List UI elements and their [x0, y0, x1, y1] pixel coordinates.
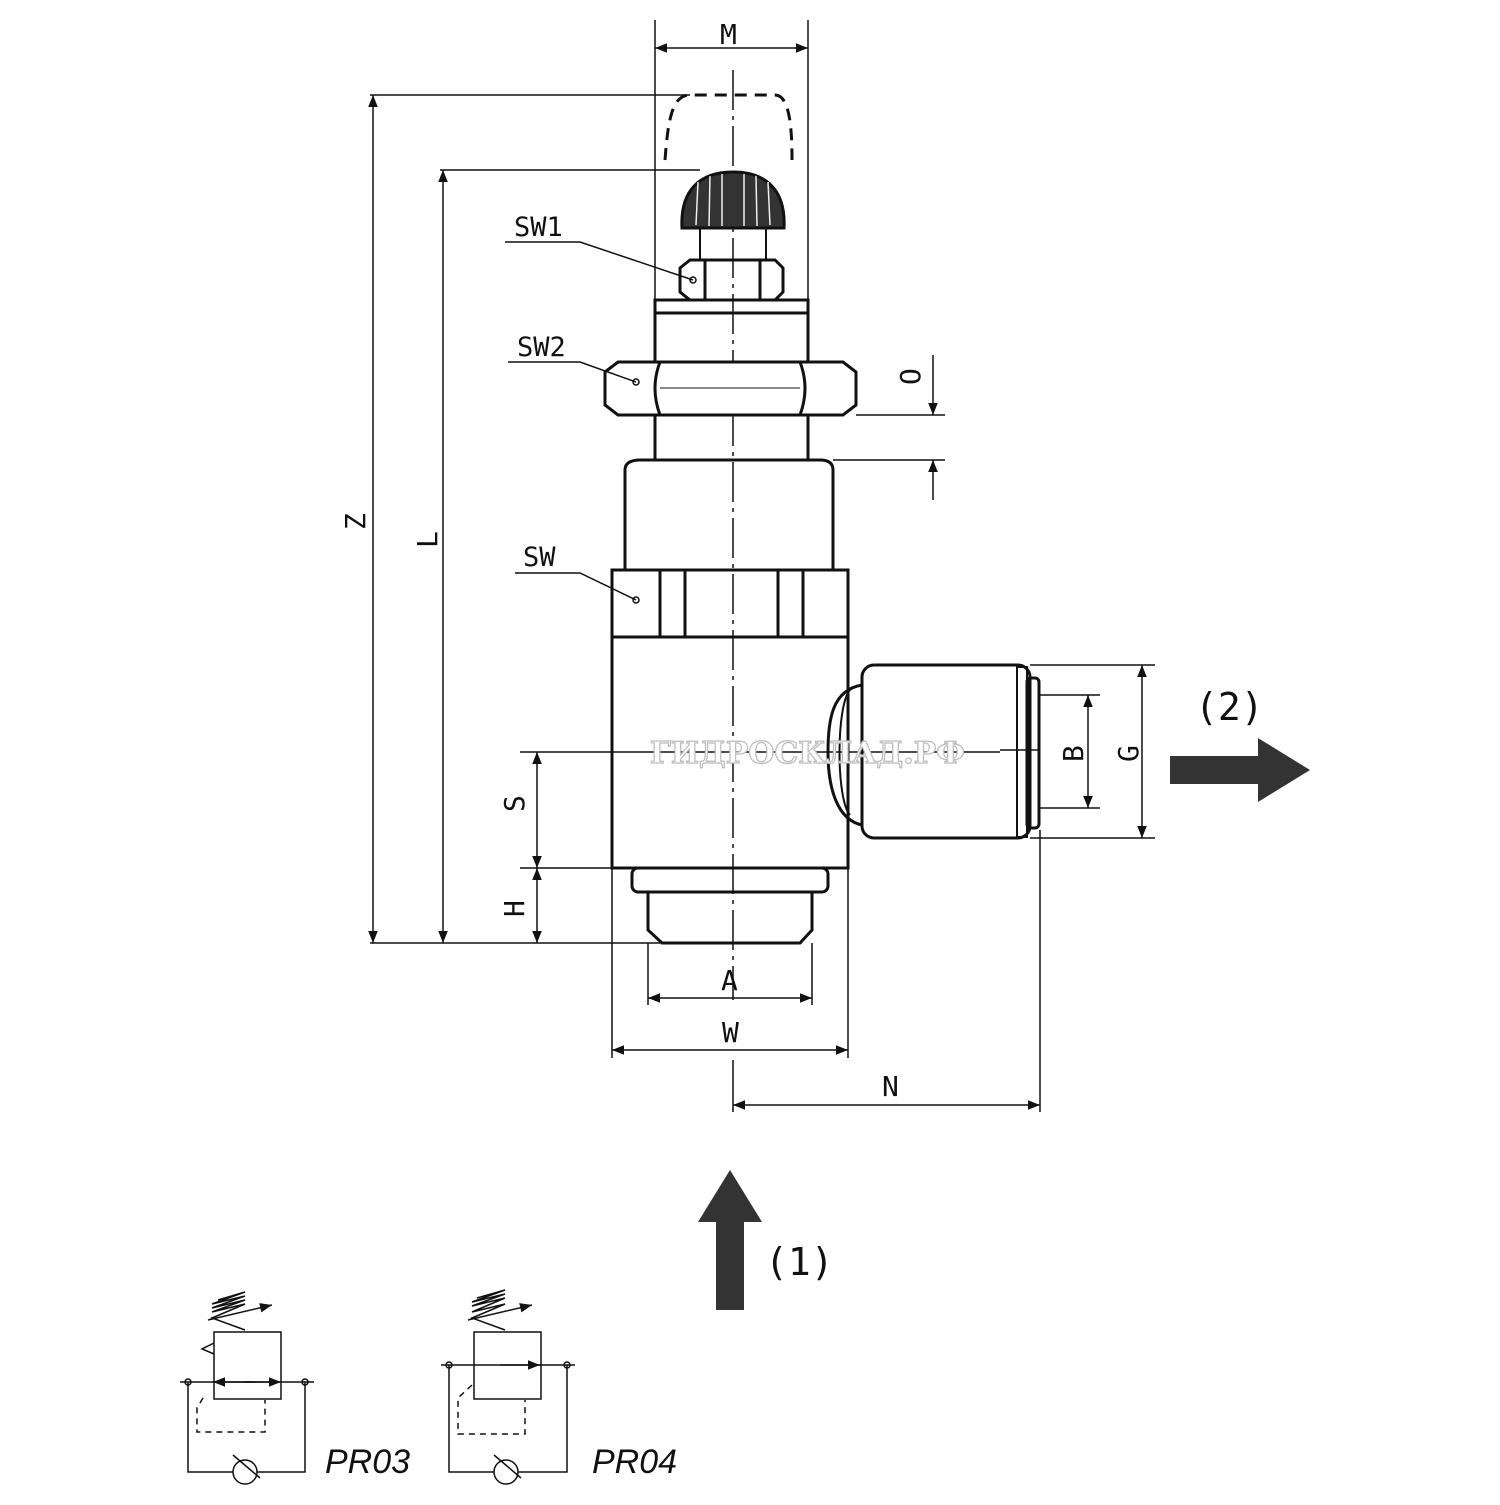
sw-hex [610, 568, 850, 639]
dim-label-h: H [498, 900, 531, 917]
collar [623, 458, 835, 572]
dim-label-n: N [882, 1070, 899, 1103]
thread-connection [646, 892, 814, 945]
port-label-outlet: (2) [1195, 685, 1264, 729]
adjusting-knob [680, 170, 786, 230]
dim-label-o: O [894, 368, 927, 385]
symbol-label-pr04: PR04 [592, 1443, 677, 1481]
dim-label-b: B [1057, 745, 1090, 762]
dim-label-w: W [722, 1016, 739, 1049]
dim-label-z: Z [339, 513, 372, 530]
watermark: ГИДРОСКЛАД.РФ [650, 736, 965, 771]
dim-label-m: M [720, 18, 737, 51]
part-label-sw: SW [523, 542, 556, 573]
part-label-sw1: SW1 [514, 212, 563, 243]
pr03-hydraulic-symbol [180, 1291, 314, 1485]
valve-body [603, 70, 1041, 1000]
dim-label-g: G [1112, 745, 1145, 762]
dim-label-l: L [411, 531, 444, 548]
port-label-inlet: (1) [765, 1240, 834, 1284]
inlet-flow-arrow-icon [698, 1170, 762, 1310]
dim-label-a: A [721, 964, 738, 997]
symbol-label-pr03: PR03 [325, 1443, 410, 1481]
part-label-sw2: SW2 [517, 332, 566, 363]
dim-label-s: S [498, 795, 531, 812]
release-collet [1025, 676, 1041, 830]
pr04-hydraulic-symbol [441, 1289, 575, 1485]
sw1-nut [678, 258, 785, 302]
knob-extended-outline [663, 93, 794, 161]
dimension-lines [368, 20, 1155, 1112]
outlet-flow-arrow-icon [1170, 738, 1310, 802]
